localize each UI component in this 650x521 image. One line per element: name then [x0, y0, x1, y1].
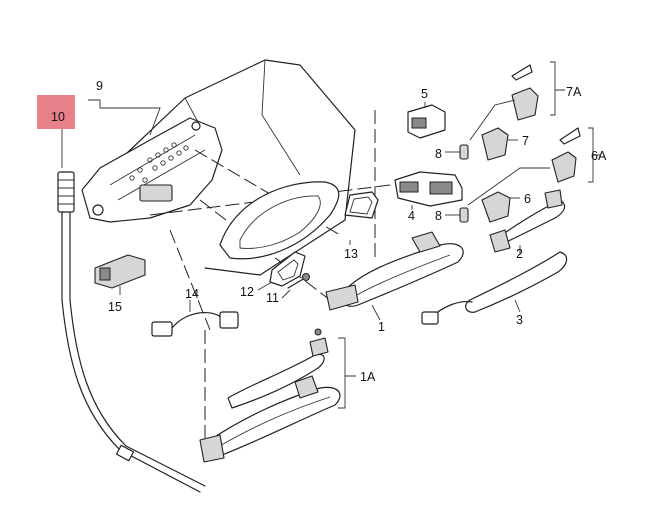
label-8-lower: 8	[435, 209, 442, 223]
part-5-lock-unit	[407, 104, 446, 139]
label-7a: 7A	[566, 85, 582, 99]
handle-carrier	[81, 117, 223, 223]
handle-recess	[219, 181, 340, 260]
label-6a: 6A	[591, 149, 607, 163]
label-5: 5	[421, 87, 428, 101]
label-14: 14	[185, 287, 199, 301]
label-1a: 1A	[360, 370, 376, 384]
part-11-screw	[287, 273, 310, 289]
part-7a-caps	[511, 64, 539, 121]
label-7: 7	[522, 134, 529, 148]
part-labels: 9 10 5 8 7 7A 6A 6 4 8 13 2 12 11 14 15 …	[51, 79, 607, 384]
part-14-wiring	[151, 311, 239, 337]
part-12-gasket	[269, 251, 306, 287]
part-8-pins	[459, 144, 469, 223]
part-4-lock-unit	[394, 171, 463, 207]
label-12: 12	[240, 285, 254, 299]
part-7-cap	[481, 127, 509, 161]
part-15-lock-cylinder	[94, 254, 146, 289]
label-8-upper: 8	[435, 147, 442, 161]
label-13: 13	[344, 247, 358, 261]
bowden-cable	[57, 171, 206, 493]
part-3-handle-cover	[421, 251, 568, 325]
label-10: 10	[51, 110, 65, 124]
part-1a-handle-set	[199, 328, 341, 463]
label-4: 4	[408, 209, 415, 223]
part-2-handle-trim	[489, 189, 566, 253]
label-2: 2	[516, 247, 523, 261]
label-15: 15	[108, 300, 122, 314]
label-3: 3	[516, 313, 523, 327]
label-6: 6	[524, 192, 531, 206]
label-9: 9	[96, 79, 103, 93]
part-6-cap	[481, 191, 511, 223]
part-13-seal	[344, 191, 379, 219]
label-1: 1	[378, 320, 385, 334]
part-1-outer-handle	[325, 231, 464, 311]
part-6a-caps	[551, 127, 581, 183]
highlight-box	[37, 95, 75, 129]
label-11: 11	[266, 291, 279, 305]
